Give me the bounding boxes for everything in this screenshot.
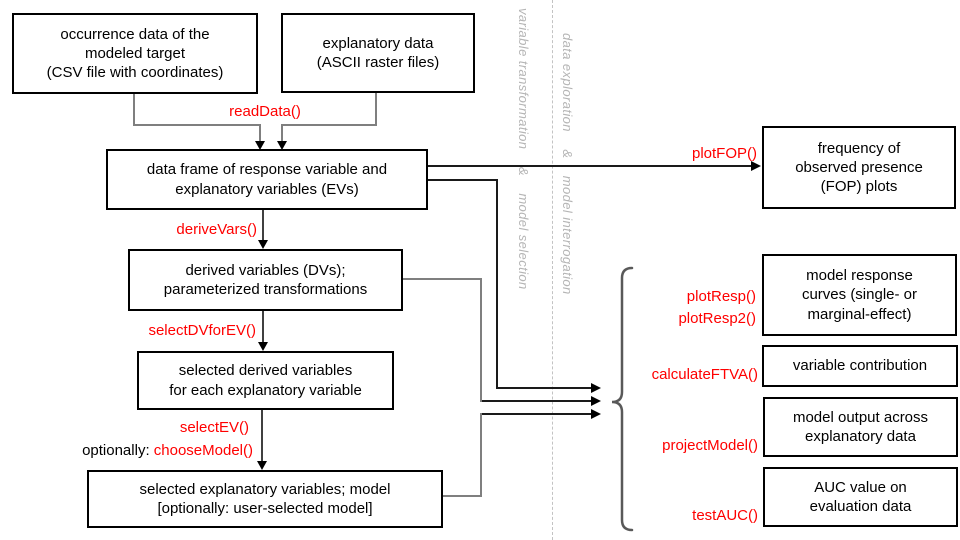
chooseModel-label: chooseModel() — [153, 442, 253, 459]
function-label-projectModel: projectModel() — [662, 437, 758, 454]
connector-dataframe-feed-v — [496, 179, 498, 389]
connector-occurrence-down — [133, 94, 135, 126]
connector-dataframe-feed-h1 — [428, 179, 498, 181]
arrowhead-right-icon — [751, 161, 761, 171]
side-label-variable-transformation: variable transformation & model selectio… — [516, 8, 531, 290]
connector-model-feed-h2 — [482, 413, 592, 415]
box-line: evaluation data — [809, 498, 912, 515]
curly-brace — [611, 266, 634, 532]
arrowhead-down-icon — [277, 141, 287, 150]
box-line: derived variables (DVs); — [185, 261, 346, 279]
arrowhead-down-icon — [255, 141, 265, 150]
box-occurrence-data: occurrence data of the modeled target (C… — [12, 13, 258, 94]
box-dataframe: data frame of response variable and expl… — [106, 149, 428, 210]
function-label-selectDVforEV: selectDVforEV() — [148, 322, 256, 339]
box-line: selected derived variables — [178, 362, 353, 380]
function-label-calculateFTVA: calculateFTVA() — [651, 366, 758, 383]
function-label-readData: readData() — [229, 103, 301, 120]
phase-divider-dashed-line — [552, 0, 553, 540]
function-label-testAUC: testAUC() — [692, 507, 758, 524]
box-line: observed presence — [795, 158, 923, 176]
box-line: AUC value on — [814, 478, 907, 496]
connector-explanatory-down — [375, 93, 377, 126]
function-label-plotResp: plotResp() — [686, 288, 756, 305]
connector-selected-dv-to-selected-ev — [261, 410, 263, 463]
optionally-prefix: optionally: — [82, 442, 154, 459]
box-line: (CSV file with coordinates) — [46, 64, 224, 82]
function-label-plotFOP: plotFOP() — [691, 145, 757, 162]
box-selected-explanatory-variables: selected explanatory variables; model [o… — [87, 470, 443, 528]
box-selected-derived-variables: selected derived variables for each expl… — [137, 351, 394, 410]
box-derived-variables: derived variables (DVs); parameterized t… — [128, 249, 403, 311]
box-line: selected explanatory variables; model — [139, 480, 391, 498]
arrowhead-down-icon — [258, 342, 268, 351]
arrowhead-right-icon — [591, 409, 601, 419]
connector-dataframe-feed-h2 — [496, 387, 592, 389]
function-label-deriveVars: deriveVars() — [176, 221, 257, 238]
box-explanatory-data: explanatory data (ASCII raster files) — [281, 13, 475, 93]
box-response-curves: model response curves (single- or margin… — [762, 254, 957, 336]
connector-explanatory-across — [281, 124, 377, 126]
box-variable-contribution: variable contribution — [762, 345, 958, 387]
box-line: explanatory data — [322, 34, 434, 52]
connector-model-feed-h1 — [443, 495, 482, 497]
box-line: data frame of response variable and — [146, 161, 388, 179]
box-model-output: model output across explanatory data — [763, 397, 958, 457]
arrowhead-down-icon — [258, 240, 268, 249]
box-line: variable contribution — [792, 357, 928, 375]
box-line: frequency of — [817, 139, 901, 157]
box-line: (ASCII raster files) — [316, 54, 440, 71]
connector-derived-feed-v — [480, 278, 482, 402]
function-label-chooseModel: optionally: chooseModel() — [33, 442, 253, 459]
connector-explanatory-into-dataframe — [281, 124, 283, 142]
box-line: model response — [806, 267, 913, 285]
box-line: model output across — [792, 408, 929, 426]
connector-dataframe-to-derived — [262, 210, 264, 242]
box-line: curves (single- or — [801, 286, 918, 304]
side-label-data-exploration: data exploration & model interrogation — [560, 33, 575, 295]
connector-occurrence-across — [133, 124, 261, 126]
connector-model-feed-v — [480, 413, 482, 497]
box-fop-plots: frequency of observed presence (FOP) plo… — [762, 126, 956, 209]
box-line: parameterized transformations — [163, 281, 368, 298]
connector-derived-feed-h2 — [482, 400, 592, 402]
box-line: explanatory data — [805, 428, 916, 445]
arrowhead-down-icon — [257, 461, 267, 470]
connector-dataframe-to-fop — [428, 165, 752, 167]
arrowhead-right-icon — [591, 396, 601, 406]
function-label-plotResp2: plotResp2() — [678, 310, 756, 327]
box-line: (FOP) plots — [820, 178, 898, 196]
box-line: for each explanatory variable — [169, 381, 362, 399]
box-line: [optionally: user-selected model] — [157, 500, 373, 517]
box-line: explanatory variables (EVs) — [175, 180, 359, 198]
function-label-selectEV: selectEV() — [179, 419, 249, 436]
connector-occurrence-into-dataframe — [259, 124, 261, 142]
connector-derived-feed-h1 — [403, 278, 482, 280]
box-line: modeled target — [84, 44, 186, 62]
box-line: occurrence data of the — [60, 25, 210, 43]
box-line: marginal-effect) — [807, 305, 912, 323]
connector-derived-to-selected-dv — [262, 311, 264, 344]
arrowhead-right-icon — [591, 383, 601, 393]
box-auc-value: AUC value on evaluation data — [763, 467, 958, 527]
